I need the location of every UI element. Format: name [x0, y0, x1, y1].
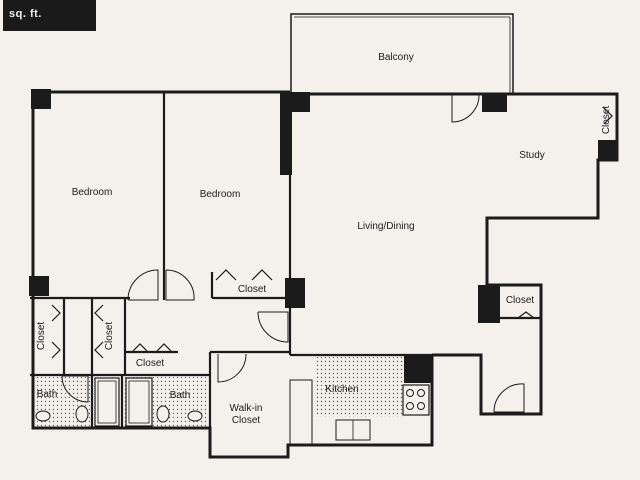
label-closet-study-small: Closet — [601, 106, 612, 135]
interior-walls — [30, 92, 541, 457]
label-walkin-closet-2: Closet — [232, 415, 261, 426]
label-kitchen: Kitchen — [325, 384, 358, 395]
label-closet-bedroom: Closet — [238, 284, 267, 295]
label-bedroom-1: Bedroom — [72, 187, 113, 198]
label-bath-1: Bath — [37, 389, 58, 400]
label-closet-left-2: Closet — [104, 322, 115, 351]
label-walkin-closet-1: Walk-in — [230, 403, 263, 414]
label-balcony: Balcony — [378, 52, 414, 63]
label-closet-study: Closet — [506, 295, 535, 306]
header-tab: sq. ft. — [3, 0, 96, 31]
label-living-dining: Living/Dining — [357, 221, 414, 232]
label-bedroom-2: Bedroom — [200, 189, 241, 200]
bath-fixtures — [34, 377, 210, 427]
header-tab-text: sq. ft. — [9, 8, 42, 20]
label-bath-2: Bath — [170, 390, 191, 401]
room-labels: Balcony Bedroom Bedroom Study Living/Din… — [36, 52, 612, 426]
wall-columns — [29, 89, 616, 383]
label-closet-hall: Closet — [136, 358, 165, 369]
label-closet-left-1: Closet — [36, 322, 47, 351]
kitchen-fixtures — [289, 357, 430, 446]
door-swings — [61, 94, 525, 413]
closet-door-marks — [51, 107, 613, 359]
exterior-walls — [31, 90, 619, 459]
label-study: Study — [519, 150, 545, 161]
